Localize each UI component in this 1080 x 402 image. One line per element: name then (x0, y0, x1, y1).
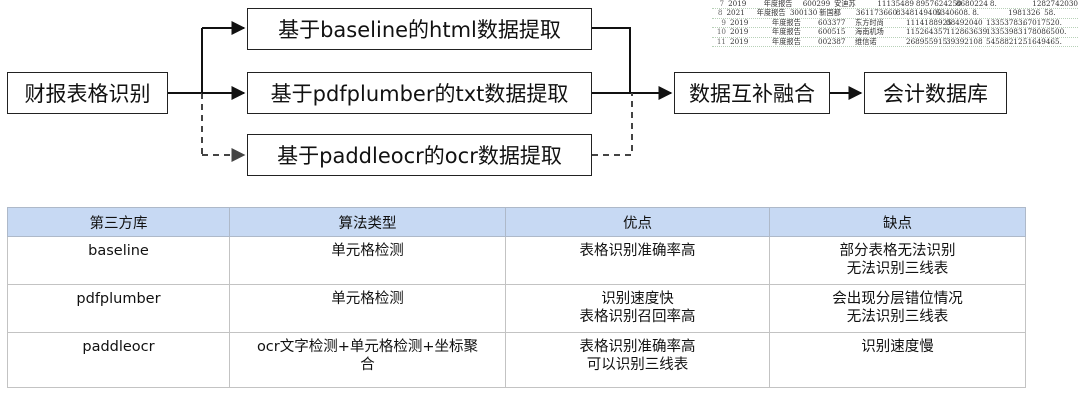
cell-cons: 识别速度慢 (769, 332, 1026, 388)
thumbnail-cell: 54588212. (986, 36, 1025, 46)
cell-library: paddleocr (7, 332, 230, 388)
thumbnail-cell: 东方时尚 (855, 17, 884, 27)
thumbnail-cell: 11135489 (877, 0, 914, 8)
thumbnail-cell: 600299 (802, 0, 831, 8)
thumbnail-cell: 8348149400 (895, 8, 942, 18)
thumbnail-cell: 112863639 (946, 27, 988, 37)
cell-cons: 部分表格无法识别 无法识别三线表 (769, 236, 1026, 285)
cell-pros: 表格识别准确率高 (505, 236, 770, 285)
baseline-to-merge (592, 27, 631, 93)
thumbnail-cell: 新国都 (819, 8, 841, 18)
source-label: 财报表格识别 (24, 82, 151, 106)
thumbnail-cell: 5340608. (935, 8, 971, 18)
cell-library: pdfplumber (7, 284, 230, 333)
paddleocr-method-box: 基于paddleocr的ocr数据提取 (247, 134, 592, 176)
baseline-method-label: 基于baseline的html数据提取 (278, 18, 561, 42)
cell-algorithm: 单元格检测 (229, 236, 506, 285)
thumbnail-cell: 1282742030 (1032, 0, 1078, 8)
paddleocr-to-merge (592, 93, 633, 156)
thumbnail-cell: 1981326 (1008, 8, 1041, 18)
thumbnail-cell: 年度报告 (772, 17, 801, 27)
thumbnail-cell: 年度报告 (772, 36, 801, 46)
cell-cons: 会出现分层错位情况 无法识别三线表 (769, 284, 1026, 333)
table-row: paddleocr ocr文字检测+单元格检测+坐标聚 合 表格识别准确率高 可… (7, 332, 1026, 388)
cell-algorithm: 单元格检测 (229, 284, 506, 333)
paddleocr-method-label: 基于paddleocr的ocr数据提取 (277, 144, 562, 168)
merge-label: 数据互补融合 (689, 82, 815, 106)
thumbnail-cell: 13353983 (986, 27, 1023, 37)
table-header-row: 第三方库 算法类型 优点 缺点 (7, 207, 1026, 237)
thumbnail-cell: 8957624250 (915, 0, 962, 8)
thumbnail-cell: 海南机场 (855, 27, 884, 37)
thumbnail-cell: 115264357 (906, 27, 948, 37)
thumbnail-cell: 178086500. (1023, 27, 1067, 37)
thumbnail-cell: 603377 (818, 17, 846, 27)
pdfplumber-method-label: 基于pdfplumber的txt数据提取 (270, 82, 569, 106)
cell-algorithm: ocr文字检测+单元格检测+坐标聚 合 (229, 332, 506, 388)
thumbnail-cell: 67017520. (1023, 17, 1062, 27)
comparison-table: 第三方库 算法类型 优点 缺点 baseline 单元格检测 表格识别准确率高 … (7, 207, 1026, 388)
thumbnail-cell: 2021 (726, 8, 745, 18)
merge-box: 数据互补融合 (674, 72, 830, 114)
thumbnail-cell: 年度报告 (772, 27, 801, 37)
thumbnail-cell: 维信诺 (855, 36, 877, 46)
table-row: baseline 单元格检测 表格识别准确率高 部分表格无法识别 无法识别三线表 (7, 236, 1026, 285)
thumbnail-cell: 11 (716, 36, 726, 46)
thumbnail-cell: 8 (717, 8, 723, 18)
header-cons: 缺点 (769, 207, 1026, 237)
thumbnail-cell: 13353783. (986, 17, 1025, 27)
cell-pros: 识别速度快 表格识别召回率高 (505, 284, 770, 333)
table-row: pdfplumber 单元格检测 识别速度快 表格识别召回率高 会出现分层错位情… (7, 284, 1026, 333)
thumbnail-cell: 1114188925 (906, 17, 952, 27)
target-label: 会计数据库 (883, 82, 988, 106)
thumbnail-cell: 2019 (730, 17, 749, 27)
cell-library: baseline (7, 236, 230, 285)
thumbnail-cell: 39392108 (946, 36, 983, 46)
header-algorithm: 算法类型 (229, 207, 506, 237)
thumbnail-cell: 8. (972, 8, 980, 18)
thumbnail-cell: 10 (716, 27, 726, 37)
thumbnail-cell: 2019 (730, 36, 749, 46)
header-library: 第三方库 (7, 207, 230, 237)
pdfplumber-method-box: 基于pdfplumber的txt数据提取 (247, 72, 592, 114)
thumbnail-cell: 8680224 (955, 0, 988, 8)
thumbnail-cell: 2019 (730, 27, 749, 37)
thumbnail-cell: 268955915 (906, 36, 948, 46)
thumbnail-cell: 年度报告 (756, 8, 786, 18)
thumbnail-cell: 08492040 (946, 17, 983, 27)
thumbnail-cell: 002387 (818, 36, 846, 46)
target-box: 会计数据库 (864, 72, 1007, 114)
flow-connectors (168, 21, 863, 162)
thumbnail-cell: 600515 (818, 27, 846, 37)
thumbnail-cell: 361173660 (855, 8, 898, 18)
thumbnail-cell: 7 (719, 0, 725, 8)
thumbnail-cell: 安迪苏 (834, 0, 856, 8)
header-pros: 优点 (505, 207, 770, 237)
cell-pros: 表格识别准确率高 可以识别三线表 (505, 332, 770, 388)
thumbnail-cell: 8. (989, 0, 997, 8)
thumbnail-cell: 9 (721, 17, 726, 27)
thumbnail-cell: 51649465. (1023, 36, 1062, 46)
thumbnail-cell: 300130 (789, 8, 818, 18)
thumbnail-cell: 58. (1044, 8, 1056, 18)
thumbnail-cell: 2019 (728, 0, 747, 8)
baseline-method-box: 基于baseline的html数据提取 (247, 8, 592, 50)
thumbnail-cell: 年度报告 (763, 0, 793, 8)
source-box: 财报表格识别 (7, 72, 168, 114)
